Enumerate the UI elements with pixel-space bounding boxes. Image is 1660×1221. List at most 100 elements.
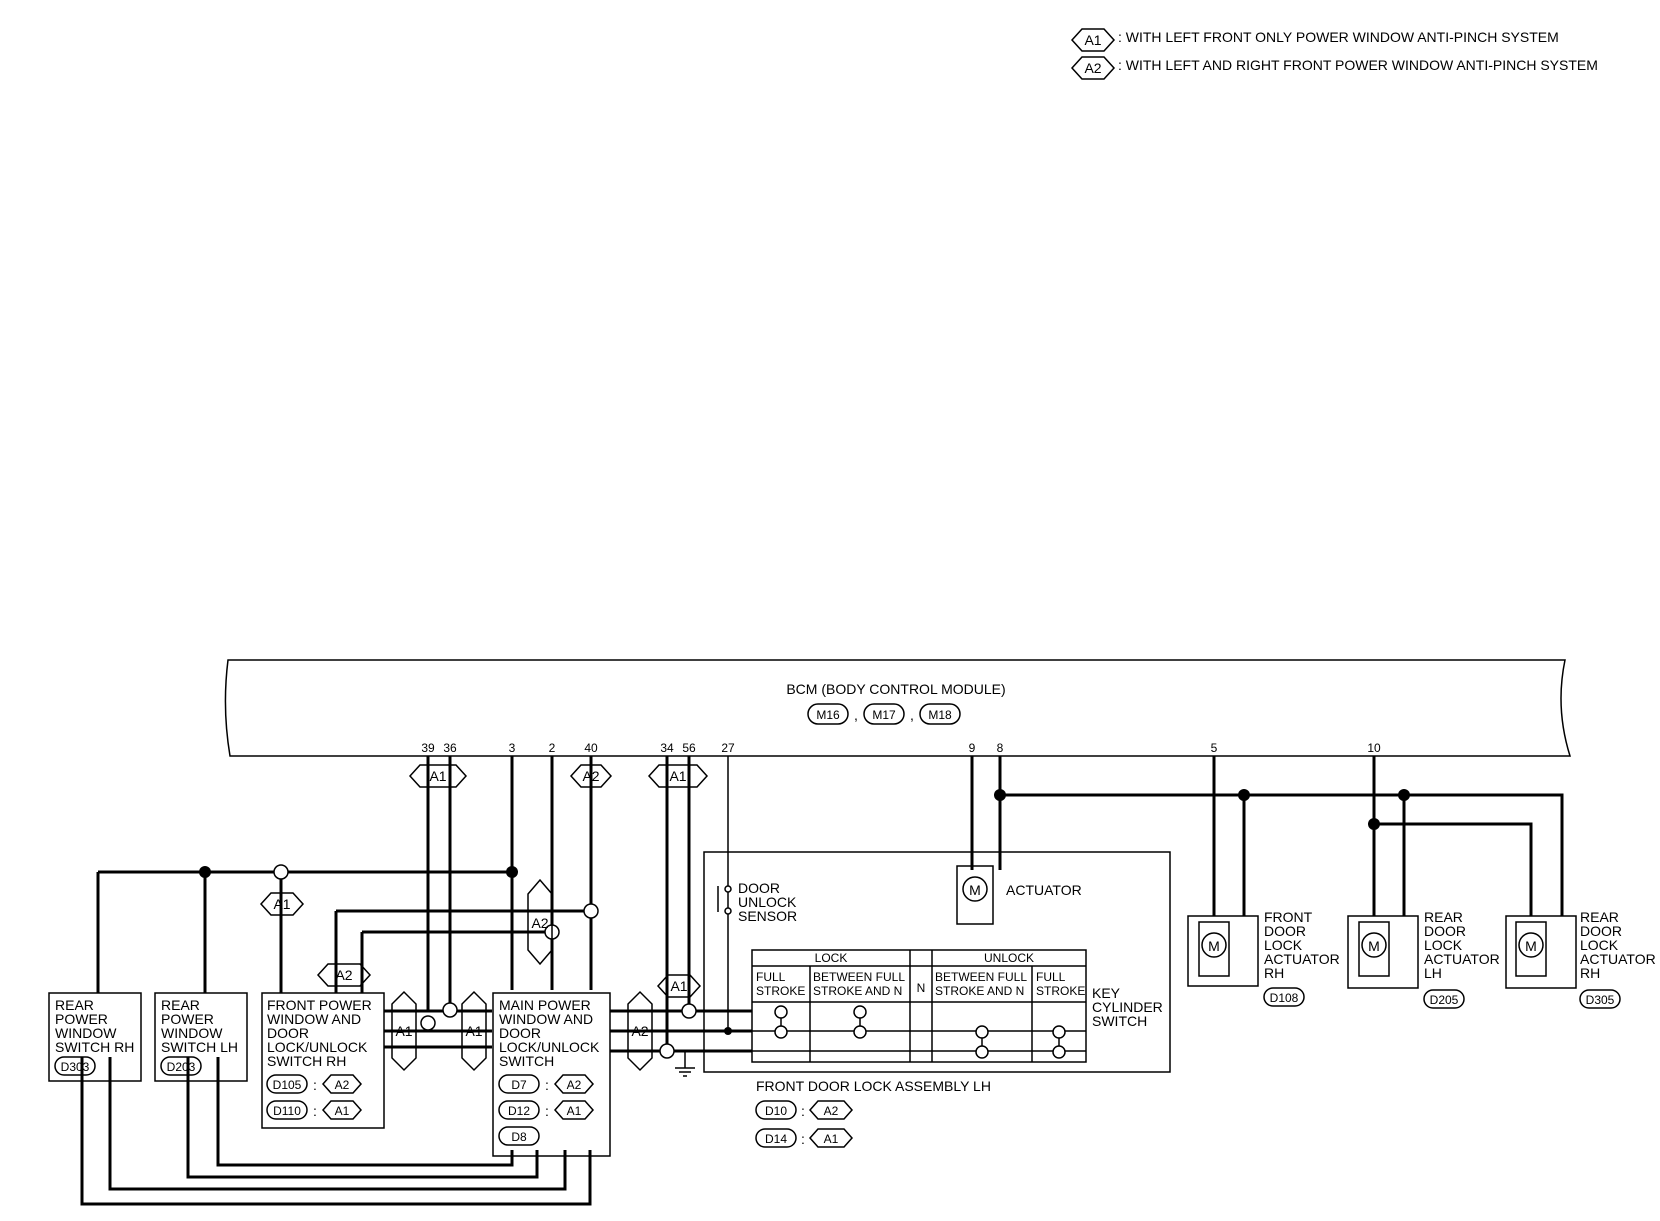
bcm-connector-sep: , (854, 707, 858, 723)
front-door-actuator-rh-box (1187, 915, 1259, 987)
tag-a2-vertical (527, 878, 553, 966)
rear-door-lock-actuator-rh: M REAR DOOR LOCK ACTUATOR RH D305 (1505, 909, 1656, 1009)
wire-2-branch (360, 930, 552, 993)
full-stroke-header: STROKE (1036, 984, 1085, 998)
rear-power-window-switch-lh: REAR POWER WINDOW SWITCH LH D203 (154, 992, 248, 1082)
main-pw-label: MAIN POWER (499, 997, 591, 1013)
full-stroke-header: STROKE (756, 984, 805, 998)
motor-icon-label: M (1525, 938, 1537, 954)
connector-d7 (498, 1074, 540, 1094)
tag-a1-39-36 (408, 764, 468, 788)
bcm-connector-sep: , (910, 707, 914, 723)
rear-pw-rh-label: POWER (55, 1011, 108, 1027)
legend-a1-tag (1070, 28, 1116, 52)
bcm-title: BCM (BODY CONTROL MODULE) (786, 681, 1005, 697)
tag-a1-link-left (391, 990, 417, 1072)
front-pw-rh-label: SWITCH RH (267, 1053, 346, 1069)
key-cylinder-switch-table: LOCK UNLOCK N FULL STROKE BETWEEN FULL S… (751, 949, 1163, 1063)
wire-return-1 (80, 1057, 592, 1206)
tag-a1-front-rh (259, 892, 305, 916)
contact-open (975, 1045, 989, 1059)
connector-d7-label: D7 (511, 1078, 527, 1092)
junction-open (273, 864, 289, 880)
connector-d305 (1579, 989, 1621, 1009)
front-door-actuator-rh-label: RH (1264, 965, 1284, 981)
key-cylinder-label: SWITCH (1092, 1013, 1147, 1029)
lock-header: LOCK (815, 951, 848, 965)
front-pw-rh-label: LOCK/UNLOCK (267, 1039, 368, 1055)
door-unlock-sensor-label: DOOR (738, 880, 780, 896)
connector-d203-label: D203 (167, 1060, 196, 1074)
tag-a2-main-to-lock (627, 990, 653, 1072)
tag-a1-label: A1 (429, 768, 446, 784)
wire-10-branch (1374, 822, 1533, 916)
motor-icon (1518, 932, 1544, 958)
tag-a1-label: A1 (824, 1132, 839, 1146)
connector-d108-label: D108 (1270, 991, 1299, 1005)
colon: : (801, 1103, 805, 1119)
tag-a1-label: A1 (567, 1104, 582, 1118)
front-door-actuator-rh-label: LOCK (1264, 937, 1303, 953)
tag-a1-label: A1 (669, 768, 686, 784)
colon: : (545, 1077, 549, 1093)
switch-table-frame (751, 949, 1087, 1063)
connector-d303-label: D303 (61, 1060, 90, 1074)
rear-door-actuator-rh-motor-body (1515, 921, 1547, 977)
junction-open (420, 1015, 436, 1031)
sensor-contact (724, 885, 732, 893)
motor-icon-label: M (969, 882, 981, 898)
front-door-lock-lh-label: FRONT DOOR LOCK ASSEMBLY LH (756, 1078, 991, 1094)
tag-a1-link-right (461, 990, 487, 1072)
contact-open (1052, 1025, 1066, 1039)
tag-a2-front-rh (316, 963, 372, 987)
tag-a1-label: A1 (335, 1104, 350, 1118)
switch-table-cols (809, 950, 1033, 1062)
front-door-lock-lh-box (703, 851, 1171, 1073)
motor-icon (1201, 932, 1227, 958)
front-door-lock-actuator-rh: M FRONT DOOR LOCK ACTUATOR RH D108 (1187, 909, 1340, 1007)
connector-d12 (498, 1100, 540, 1120)
connector-d105-label: D105 (273, 1078, 302, 1092)
rear-door-actuator-rh-label: ACTUATOR (1580, 951, 1656, 967)
main-pw-label: WINDOW AND (499, 1011, 593, 1027)
rear-door-actuator-rh-label: LOCK (1580, 937, 1619, 953)
wire-40-branch (334, 909, 591, 993)
switch-table-rows (752, 965, 1086, 1052)
connector-d8 (498, 1126, 540, 1146)
contact-open (975, 1025, 989, 1039)
wire-return-3 (186, 1057, 539, 1179)
between-header: BETWEEN FULL (813, 970, 905, 984)
colon: : (313, 1077, 317, 1093)
connector-d108 (1263, 987, 1305, 1007)
tag-a1-lock-in (656, 974, 702, 998)
connector-d110-label: D110 (273, 1104, 301, 1118)
connector-d14 (755, 1128, 797, 1148)
door-unlock-sensor-label: UNLOCK (738, 894, 797, 910)
rear-door-actuator-lh-motor-body (1358, 921, 1390, 977)
pin-56: 56 (682, 741, 696, 755)
n-header: N (917, 981, 926, 995)
legend-a2-text: : WITH LEFT AND RIGHT FRONT POWER WINDOW… (1118, 57, 1598, 73)
rear-pw-lh-label: REAR (161, 997, 200, 1013)
key-cylinder-label: KEY (1092, 985, 1121, 1001)
bcm-connector-m17-label: M17 (872, 708, 896, 722)
wires (80, 756, 1564, 1206)
tag-a2-label: A2 (335, 1078, 350, 1092)
tag-a2-label: A2 (582, 768, 599, 784)
pin-8: 8 (997, 741, 1004, 755)
junction-dot (724, 1027, 732, 1035)
key-cylinder-label: CYLINDER (1092, 999, 1163, 1015)
sensor-contact (724, 907, 732, 915)
junction-dot (1238, 789, 1250, 801)
wire-return-2 (108, 1057, 567, 1191)
junction-dot (994, 789, 1006, 801)
connector-d303 (54, 1056, 96, 1076)
contact-open (774, 1005, 788, 1019)
bcm-body (224, 659, 1572, 757)
rear-door-actuator-rh-label: REAR (1580, 909, 1619, 925)
pin-36: 36 (443, 741, 457, 755)
junction-open (583, 903, 599, 919)
rear-power-window-switch-rh: REAR POWER WINDOW SWITCH RH D303 (48, 992, 142, 1082)
pin-27: 27 (721, 741, 735, 755)
